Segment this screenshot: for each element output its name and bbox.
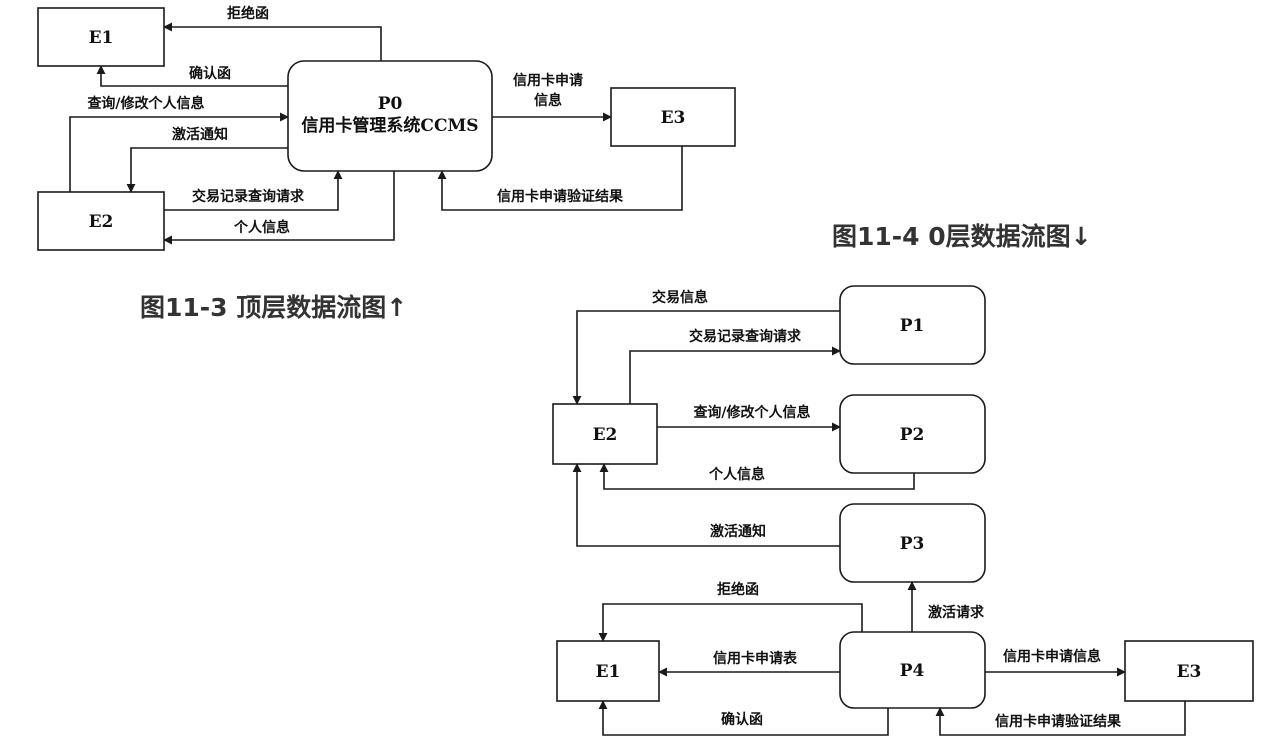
top-flow-verification-result: 信用卡申请验证结果 bbox=[437, 146, 683, 211]
l0-node-p4-label: P4 bbox=[900, 661, 925, 681]
l0-flow-activation-request-label: 激活请求 bbox=[928, 604, 985, 621]
level0-diagram-caption: 图11-4 0层数据流图↓ bbox=[832, 222, 1092, 251]
top-flow-reject-letter-label: 拒绝函 bbox=[227, 5, 269, 22]
l0-node-p2-label: P2 bbox=[900, 425, 925, 445]
top-flow-activation-notice-label: 激活通知 bbox=[172, 126, 228, 143]
l0-node-e1: E1 bbox=[556, 640, 660, 702]
level0-diagram: 图11-4 0层数据流图↓ P1 P2 P3 P4 E2 E1 E3 bbox=[552, 222, 1254, 736]
top-flow-reject-letter: 拒绝函 bbox=[163, 5, 382, 61]
l0-node-p1-label: P1 bbox=[900, 316, 925, 336]
l0-flow-query-modify-label: 查询/修改个人信息 bbox=[693, 404, 810, 421]
l0-flow-reject-letter: 拒绝函 bbox=[598, 581, 863, 642]
top-flow-personal-info-label: 个人信息 bbox=[233, 219, 290, 236]
l0-node-e2-label: E2 bbox=[593, 425, 618, 445]
l0-flow-transaction-info: 交易信息 bbox=[572, 289, 840, 405]
l0-flow-application-form-label: 信用卡申请表 bbox=[713, 650, 798, 667]
l0-flow-confirm-letter: 确认函 bbox=[598, 700, 889, 736]
top-flow-application-info-label-1: 信用卡申请 bbox=[513, 72, 583, 89]
l0-node-p3-label: P3 bbox=[900, 534, 925, 554]
top-flow-confirm-letter-label: 确认函 bbox=[189, 65, 231, 82]
top-node-e3-label: E3 bbox=[661, 108, 686, 128]
top-flow-query-modify-label: 查询/修改个人信息 bbox=[87, 95, 204, 112]
l0-node-e2: E2 bbox=[552, 403, 658, 465]
l0-flow-verification-result-label: 信用卡申请验证结果 bbox=[995, 713, 1122, 730]
top-flow-application-info: 信用卡申请 信息 bbox=[492, 72, 612, 122]
top-node-p0-id: P0 bbox=[378, 94, 403, 114]
l0-node-p1: P1 bbox=[839, 285, 986, 365]
top-level-diagram: E1 E2 E3 P0 信用卡管理系统CCMS 拒绝函 确认函 查询/修改个人信… bbox=[37, 5, 736, 322]
l0-flow-reject-letter-label: 拒绝函 bbox=[717, 581, 759, 598]
top-flow-transaction-query-label: 交易记录查询请求 bbox=[192, 188, 305, 205]
top-flow-confirm-letter: 确认函 bbox=[96, 65, 288, 87]
top-node-e1: E1 bbox=[37, 7, 165, 67]
l0-node-p4: P4 bbox=[839, 631, 986, 709]
l0-node-e3: E3 bbox=[1124, 640, 1254, 702]
l0-flow-application-info-label: 信用卡申请信息 bbox=[1003, 648, 1101, 665]
top-node-e2-label: E2 bbox=[89, 212, 114, 232]
l0-flow-transaction-query: 交易记录查询请求 bbox=[629, 328, 841, 404]
l0-flow-verification-result: 信用卡申请验证结果 bbox=[935, 701, 1186, 736]
l0-flow-application-form: 信用卡申请表 bbox=[658, 650, 840, 677]
l0-node-p2: P2 bbox=[839, 394, 986, 474]
l0-flow-query-modify: 查询/修改个人信息 bbox=[657, 404, 841, 432]
l0-node-p3: P3 bbox=[839, 503, 986, 583]
l0-flow-personal-info-label: 个人信息 bbox=[708, 466, 765, 483]
l0-node-e3-label: E3 bbox=[1177, 662, 1202, 682]
l0-flow-application-info: 信用卡申请信息 bbox=[985, 648, 1126, 677]
top-flow-activation-notice: 激活通知 bbox=[126, 126, 288, 193]
l0-flow-transaction-info-label: 交易信息 bbox=[652, 289, 708, 306]
l0-flow-transaction-query-label: 交易记录查询请求 bbox=[689, 328, 802, 345]
top-node-e2: E2 bbox=[37, 191, 165, 251]
l0-flow-activation-notice: 激活通知 bbox=[572, 463, 840, 547]
l0-node-e1-label: E1 bbox=[596, 662, 621, 682]
top-node-p0-name: 信用卡管理系统CCMS bbox=[301, 115, 478, 136]
l0-flow-confirm-letter-label: 确认函 bbox=[721, 711, 763, 728]
top-flow-personal-info: 个人信息 bbox=[163, 171, 395, 245]
l0-flow-activation-request: 激活请求 bbox=[907, 581, 985, 632]
l0-flow-personal-info: 个人信息 bbox=[599, 463, 915, 490]
top-flow-verification-result-label: 信用卡申请验证结果 bbox=[497, 188, 624, 205]
top-node-p0: P0 信用卡管理系统CCMS bbox=[287, 60, 493, 172]
top-flow-query-modify: 查询/修改个人信息 bbox=[69, 95, 289, 192]
top-node-e3: E3 bbox=[610, 87, 736, 147]
top-flow-application-info-label-2: 信息 bbox=[534, 92, 562, 109]
top-node-e1-label: E1 bbox=[89, 28, 114, 48]
top-flow-transaction-query: 交易记录查询请求 bbox=[164, 170, 343, 211]
l0-flow-activation-notice-label: 激活通知 bbox=[710, 523, 766, 540]
top-diagram-caption: 图11-3 顶层数据流图↑ bbox=[140, 293, 407, 322]
